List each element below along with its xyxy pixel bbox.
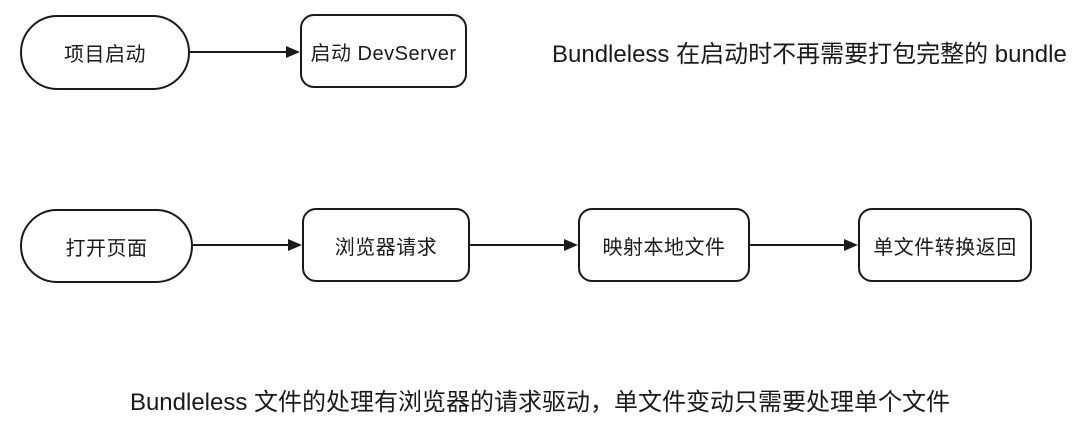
arrow-head-icon (288, 239, 302, 251)
flow-node-label: 映射本地文件 (602, 236, 726, 259)
flow-node-project-start: 项目启动 (20, 15, 190, 90)
arrow-connector-line (470, 244, 564, 246)
arrow-connector-line (190, 51, 286, 53)
startup-flow-annotation: Bundleless 在启动时不再需要打包完整的 bundle (552, 41, 1067, 68)
arrow-head-icon (286, 46, 300, 58)
flow-node-label: 打开页面 (65, 237, 148, 260)
flow-node-map-local-file: 映射本地文件 (578, 208, 750, 282)
flow-node-single-file-transform: 单文件转换返回 (858, 208, 1032, 282)
request-flow-caption: Bundleless 文件的处理有浏览器的请求驱动，单文件变动只需要处理单个文件 (129, 389, 951, 416)
flow-node-start-devserver: 启动 DevServer (300, 14, 467, 88)
flow-node-label: 浏览器请求 (334, 236, 438, 259)
arrow-head-icon (844, 239, 858, 251)
arrow-connector-line (193, 244, 288, 246)
arrow-connector-line (750, 244, 844, 246)
flow-node-open-page: 打开页面 (20, 209, 193, 283)
flow-node-label: 项目启动 (64, 44, 146, 66)
flow-node-label: 启动 DevServer (310, 42, 457, 65)
flow-node-browser-request: 浏览器请求 (302, 208, 470, 282)
flow-node-label: 单文件转换返回 (873, 236, 1017, 259)
arrow-head-icon (564, 239, 578, 251)
